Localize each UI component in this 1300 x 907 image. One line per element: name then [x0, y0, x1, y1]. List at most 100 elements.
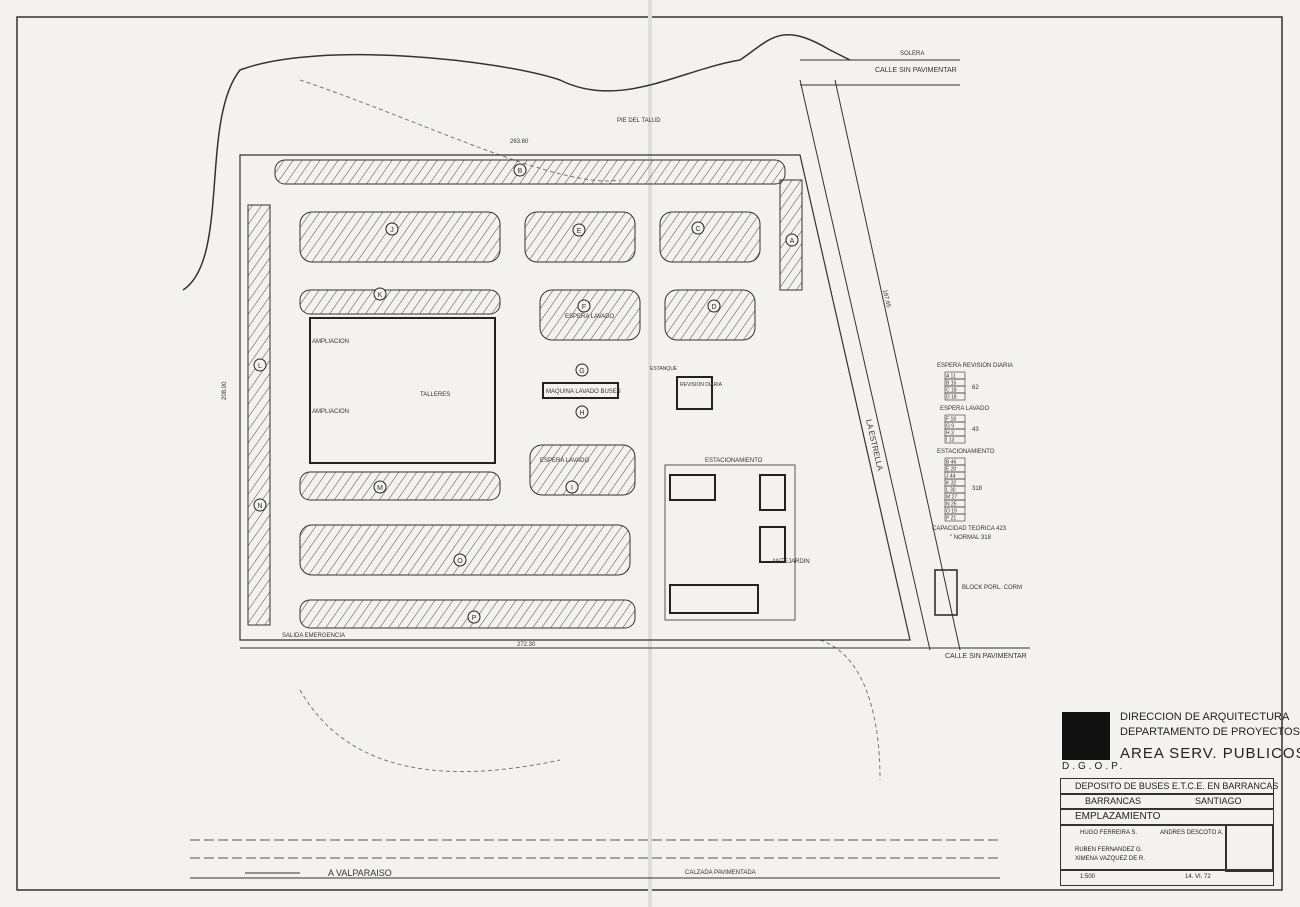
org-line-2: DEPARTAMENTO DE PROYECTOS — [1120, 726, 1300, 738]
estacionamiento-buildings — [669, 474, 786, 614]
lavado-label: MAQUINA LAVADO BUSES — [546, 389, 621, 395]
capacity-teorica: CAPACIDAD TEORICA 423 — [932, 526, 1007, 532]
legend-row: G 9 — [946, 424, 954, 430]
clave-box — [1225, 824, 1274, 872]
zone-label: N — [257, 503, 262, 510]
dibujo-1: RUBEN FERNANDEZ G. — [1075, 847, 1143, 853]
calzada-label: CALZADA PAVIMENTADA — [685, 870, 756, 876]
zone-marker-k — [373, 287, 387, 301]
lavado-building — [542, 382, 619, 399]
zone-marker-b — [513, 163, 527, 177]
zone-label: E — [577, 228, 582, 235]
zone-marker-m — [373, 480, 387, 494]
legend-row: O 19 — [946, 509, 957, 515]
talud-label: PIE DEL TALUD — [617, 118, 661, 124]
legend-row: A 11 — [946, 374, 956, 380]
zone-label: P — [472, 615, 477, 622]
street-name: LA ESTRELLA — [864, 418, 885, 472]
top-road-label: CALLE SIN PAVIMENTAR — [875, 67, 957, 74]
site-boundary — [239, 154, 911, 641]
mopt-logo — [1062, 712, 1110, 760]
zone-label: D — [711, 304, 716, 311]
zone-marker-p — [467, 610, 481, 624]
org-line-1: DIRECCION DE ARQUITECTURA — [1120, 711, 1290, 723]
block-building — [934, 569, 958, 616]
zone-label: J — [390, 227, 394, 234]
legend-row: J 44 — [946, 474, 956, 480]
talleres-building — [309, 317, 496, 464]
escala-value: 1:500 — [1080, 874, 1096, 880]
zone-label: I — [571, 485, 573, 492]
legend-row: D 18 — [946, 395, 957, 401]
zone-marker-n — [253, 498, 267, 512]
legend-cell — [944, 513, 966, 522]
legend-row: C 18 — [946, 388, 957, 394]
ampliacion-label: AMPLIACION — [312, 339, 349, 345]
estacionamiento-area — [664, 464, 796, 621]
valparaiso-label: A VALPARAISO — [328, 868, 392, 878]
zone-label: K — [378, 292, 383, 299]
zone-label: F — [582, 304, 586, 311]
block-label: BLOCK PORL. CORM — [962, 585, 1022, 591]
zone-label: B — [518, 168, 523, 175]
street-line — [834, 79, 961, 651]
zone-marker-a — [785, 233, 799, 247]
dim-right: 187.65 — [881, 289, 891, 309]
solera-label: SOLERA — [900, 51, 924, 57]
legend-row: B 46 — [946, 460, 957, 466]
zone-markers: A B C D E F G H I J K L M N O P — [253, 163, 799, 624]
plano-value: EMPLAZAMIENTO — [1075, 811, 1161, 822]
legend-row: K 32 — [946, 481, 957, 487]
zone-label: O — [457, 558, 463, 565]
legend-total: 43 — [972, 427, 979, 433]
legend-row: B 15 — [946, 381, 957, 387]
parking-rows — [247, 159, 803, 629]
terrain-contour — [182, 33, 851, 291]
fecha-value: 14. VI. 72 — [1185, 874, 1211, 880]
zone-marker-j — [385, 222, 399, 236]
zone-marker-h — [575, 405, 589, 419]
legend-row: H 3 — [946, 431, 954, 437]
legend-title: ESPERA REVISION DIARIA — [937, 363, 1013, 369]
zone-marker-f — [577, 299, 591, 313]
bottom-road-label: CALLE SIN PAVIMENTAR — [945, 653, 1027, 660]
legend-row: N 25 — [946, 502, 957, 508]
exit-label: SALIDA EMERGENCIA — [282, 633, 345, 639]
espera-lavado-label: ESPERA LAVADO — [540, 458, 589, 464]
zone-marker-c — [691, 221, 705, 235]
espera-lavado-label: ESPERA LAVADO — [565, 314, 614, 320]
arquitecto-value: HUGO FERREIRA S. — [1080, 830, 1138, 836]
legend-row: L 30 — [946, 488, 956, 494]
dim-left: 208.00 — [222, 381, 228, 400]
legend-row: I 13 — [946, 438, 955, 444]
talleres-label: TALLERES — [420, 392, 450, 398]
provincia-value: SANTIAGO — [1195, 796, 1242, 806]
zone-label: M — [377, 485, 383, 492]
legend-title: ESPERA LAVADO — [940, 406, 989, 412]
legend-row: E 20 — [946, 467, 957, 473]
table-rule — [1060, 793, 1274, 795]
legend-cell — [944, 392, 966, 401]
ampliacion-label: AMPLIACION — [312, 409, 349, 415]
zone-marker-l — [253, 358, 267, 372]
legend-row: M 27 — [946, 495, 957, 501]
zone-label: G — [579, 368, 584, 375]
legend-cell — [944, 435, 966, 444]
revision-building — [676, 376, 713, 410]
zone-label: H — [579, 410, 584, 417]
comuna-value: BARRANCAS — [1085, 796, 1142, 806]
zone-label: L — [258, 363, 262, 370]
legend-total: 62 — [972, 385, 979, 391]
street-line — [799, 79, 931, 651]
legend-total: 318 — [972, 486, 983, 492]
legend-row: P 21 — [946, 516, 956, 522]
jefe-value: ANDRES DESCOTO A. — [1160, 830, 1224, 836]
zone-label: A — [790, 238, 795, 245]
table-rule — [1060, 808, 1274, 810]
antejardin-label: ANTEJARDIN — [772, 559, 810, 565]
zone-marker-o — [453, 553, 467, 567]
revision-label: REVISION DIARIA — [680, 382, 723, 388]
zone-marker-g — [575, 363, 589, 377]
zone-label: C — [695, 226, 700, 233]
dibujo-2: XIMENA VAZQUEZ DE R. — [1075, 856, 1145, 862]
